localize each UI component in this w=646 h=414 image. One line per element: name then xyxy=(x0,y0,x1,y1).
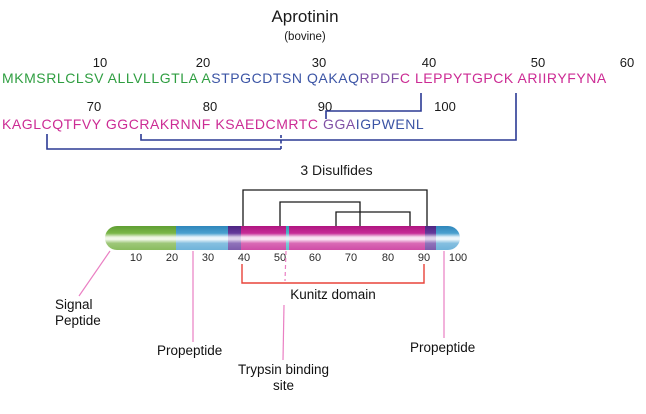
page-subtitle: (bovine) xyxy=(284,31,326,43)
label-trypsin-binding-site: Trypsin binding site xyxy=(211,362,356,394)
bar-tick-100: 100 xyxy=(448,252,468,264)
bar-segment-signal-peptide xyxy=(105,226,176,250)
seq-propeptide-n: STPGCDTSN QAKAQ xyxy=(211,70,360,86)
label-trypsin-line2: site xyxy=(272,378,294,393)
label-trypsin-line1: Trypsin binding xyxy=(237,362,330,377)
leader-signal-peptide xyxy=(78,250,111,297)
seq-row1-tick-50: 50 xyxy=(530,55,546,70)
seq-row1-tick-40: 40 xyxy=(421,55,437,70)
seq-kunitz-c: KAGLCQTFVY GGCRAKRNNF KSAEDCMRTC xyxy=(2,116,324,132)
bar-tick-60: 60 xyxy=(308,252,322,264)
seq-row2-tick-80: 80 xyxy=(202,99,218,114)
label-propeptide-right: Propeptide xyxy=(410,340,476,355)
bar-tick-40: 40 xyxy=(237,252,251,264)
domain-bar xyxy=(105,226,460,250)
seq-row1-tick-30: 30 xyxy=(311,55,327,70)
leader-trypsin-solid xyxy=(282,304,285,361)
seq-transition-c: GGA xyxy=(323,116,356,132)
sequence-row-1: MKMSRLCLSV ALLVLLGTLA ASTPGCDTSN QAKAQRP… xyxy=(2,70,607,86)
seq-row2-tick-100: 100 xyxy=(434,99,456,114)
bar-segment-kunitz-domain-n xyxy=(241,226,286,250)
seq-row2-tick-90: 90 xyxy=(317,99,333,114)
label-propeptide-left: Propeptide xyxy=(157,343,223,358)
bar-segment-transition-c xyxy=(425,226,436,250)
bar-tick-50: 50 xyxy=(273,252,287,264)
disulfides-heading: 3 Disulfides xyxy=(300,162,373,178)
seq-row2-tick-70: 70 xyxy=(86,99,102,114)
seq-signal-peptide: MKMSRLCLSV ALLVLLGTLA A xyxy=(2,70,212,86)
bar-tick-20: 20 xyxy=(165,252,179,264)
page-title: Aprotinin xyxy=(271,7,339,26)
disulfide-line-c65-c86 xyxy=(46,134,281,150)
label-signal-peptide: Signal Peptide xyxy=(55,297,101,329)
seq-propeptide-c: IGPWENL xyxy=(355,116,425,132)
seq-row1-tick-60: 60 xyxy=(619,55,635,70)
bar-disulfide-bracket-49-73 xyxy=(279,201,361,226)
bar-tick-10: 10 xyxy=(129,252,143,264)
bar-disulfide-bracket-40-90 xyxy=(242,189,428,226)
bar-segment-propeptide-c xyxy=(436,226,460,250)
seq-kunitz-n: C LEPPYTGPCK ARIIRYFYNA xyxy=(399,70,607,86)
seq-transition-n: RPDF xyxy=(359,70,400,86)
bar-tick-80: 80 xyxy=(381,252,395,264)
sequence-row-2: KAGLCQTFVY GGCRAKRNNF KSAEDCMRTC GGAIGPW… xyxy=(2,116,424,132)
bar-tick-90: 90 xyxy=(417,252,431,264)
label-kunitz-domain: Kunitz domain xyxy=(290,287,376,302)
bar-segment-transition-n xyxy=(228,226,241,250)
seq-row1-tick-20: 20 xyxy=(195,55,211,70)
bar-disulfide-bracket-65-86 xyxy=(335,211,411,226)
bar-tick-70: 70 xyxy=(344,252,358,264)
bar-segment-trypsin-binding-site xyxy=(286,226,289,250)
label-signal-line2: Peptide xyxy=(55,313,101,328)
bar-segment-kunitz-domain-c xyxy=(289,226,425,250)
bar-tick-30: 30 xyxy=(201,252,215,264)
bar-segment-propeptide-n xyxy=(176,226,228,250)
kunitz-domain-bracket xyxy=(241,264,425,284)
label-signal-line1: Signal xyxy=(55,297,93,312)
seq-row1-tick-10: 10 xyxy=(92,55,108,70)
